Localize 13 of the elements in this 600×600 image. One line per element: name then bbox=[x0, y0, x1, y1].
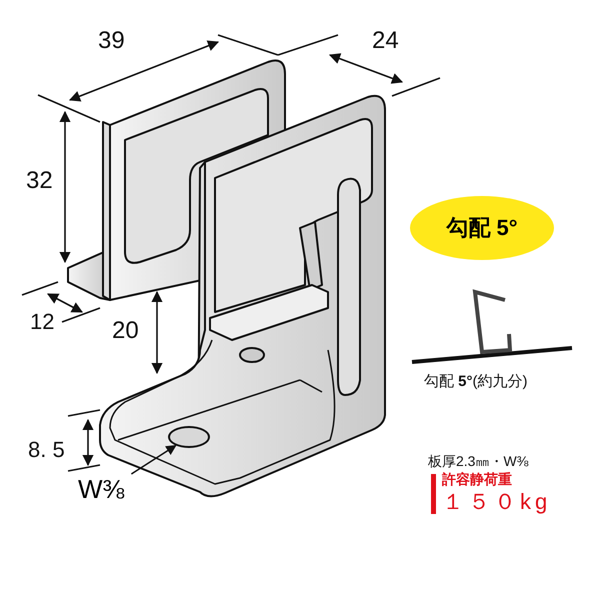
leader-line bbox=[130, 444, 177, 475]
dimension-value: 39 bbox=[98, 28, 125, 54]
dimension-value: 24 bbox=[372, 28, 399, 54]
thread-size-label: W⅜ bbox=[78, 474, 138, 504]
dimension-value: 12 bbox=[30, 310, 54, 334]
slope-text: 勾配 5° bbox=[446, 214, 518, 242]
slope-caption: 勾配 5°(約九分) bbox=[424, 374, 528, 390]
load-value: １５０kg bbox=[442, 490, 552, 514]
spec-text: 板厚2.3㎜・W⅜ bbox=[428, 454, 528, 470]
dimension-value: 8. 5 bbox=[28, 438, 65, 462]
dimension-value: 20 bbox=[112, 318, 139, 344]
dimension-value: 32 bbox=[26, 168, 53, 194]
load-title: 許容静荷重 bbox=[442, 472, 512, 488]
